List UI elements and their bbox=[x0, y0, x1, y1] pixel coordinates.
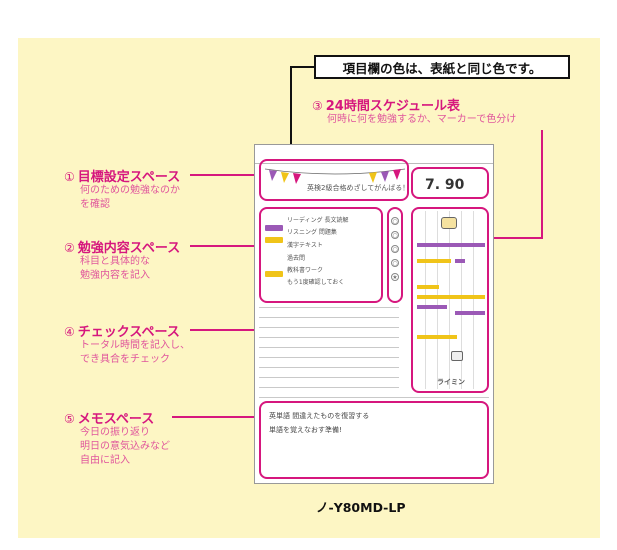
check-section-desc-1: トータル時間を記入し、 bbox=[80, 340, 190, 351]
schedule-box bbox=[411, 207, 489, 393]
check-section-desc-2: でき具合をチェック bbox=[80, 354, 170, 365]
memo-connector bbox=[172, 416, 258, 418]
schedule-bar-purple bbox=[455, 259, 465, 263]
callout-connector-vertical bbox=[290, 66, 292, 150]
subject-tag bbox=[265, 237, 283, 243]
study-item: もう1度確認しておく bbox=[287, 279, 345, 286]
callout-connector bbox=[290, 66, 314, 68]
schedule-bar-purple bbox=[417, 305, 447, 309]
ruled-line bbox=[259, 347, 399, 348]
schedule-bar-yellow bbox=[417, 295, 485, 299]
notebook-page: 英検2級合格めざしてがんばる！ 7. 90 リーディング 長文読解 リスニング … bbox=[254, 144, 494, 484]
subject-tag bbox=[265, 225, 283, 231]
grid-line bbox=[461, 211, 462, 389]
ruled-line bbox=[259, 317, 399, 318]
total-time-value: 7. 90 bbox=[425, 177, 465, 193]
memo-section-desc-2: 明日の意気込みなど bbox=[80, 441, 170, 452]
schedule-connector-h bbox=[490, 237, 543, 239]
grid-line bbox=[425, 211, 426, 389]
memo-line: 単語を覚えなおす準備! bbox=[269, 426, 342, 434]
study-section-desc-2: 勉強内容を記入 bbox=[80, 270, 150, 281]
check-box bbox=[387, 207, 403, 303]
schedule-bar-yellow bbox=[417, 335, 457, 339]
study-item: 教科書ワーク bbox=[287, 267, 324, 274]
memo-box bbox=[259, 401, 489, 479]
goal-text: 英検2級合格めざしてがんばる！ bbox=[307, 184, 410, 192]
ruled-line bbox=[259, 387, 399, 388]
memo-section-desc-1: 今日の振り返り bbox=[80, 427, 150, 438]
study-content-box bbox=[259, 207, 383, 303]
model-number: ノ-Y80MD-LP bbox=[316, 500, 406, 515]
bunting-flags-icon bbox=[264, 168, 406, 184]
study-item: リスニング 問題集 bbox=[287, 229, 337, 236]
memo-line: 英単語 間違えたものを復習する bbox=[269, 412, 370, 420]
schedule-connector bbox=[541, 130, 543, 238]
ruled-line bbox=[259, 337, 399, 338]
study-item: リーディング 長文読解 bbox=[287, 217, 349, 224]
subject-tag bbox=[265, 271, 283, 277]
grid-line bbox=[473, 211, 474, 389]
bunting-flags bbox=[264, 165, 406, 189]
sticker-icon bbox=[441, 217, 457, 229]
ruled-line bbox=[259, 327, 399, 328]
time-box bbox=[411, 167, 489, 199]
grid-line bbox=[437, 211, 438, 389]
schedule-bar-purple bbox=[455, 311, 485, 315]
grid-line bbox=[449, 211, 450, 389]
goal-section-desc-1: 何のための勉強なのか bbox=[80, 185, 180, 196]
check-mark: ○ bbox=[391, 259, 399, 267]
schedule-section-desc: 何時に何を勉強するか、マーカーで色分け bbox=[327, 114, 517, 125]
schedule-bar-yellow bbox=[417, 259, 451, 263]
check-mark: ★ bbox=[391, 273, 399, 281]
schedule-note: ライミン bbox=[437, 378, 465, 386]
study-connector bbox=[190, 245, 258, 247]
check-mark: ○ bbox=[391, 245, 399, 253]
goal-box bbox=[259, 159, 409, 201]
ruled-line bbox=[259, 307, 399, 308]
check-mark: ○ bbox=[391, 217, 399, 225]
goal-section-desc-2: を確認 bbox=[80, 199, 110, 210]
study-item: 漢字テキスト bbox=[287, 242, 323, 249]
study-item: 過去問 bbox=[287, 255, 306, 262]
header-note: 項目欄の色は、表紙と同じ色です。 bbox=[314, 55, 570, 79]
check-mark: ○ bbox=[391, 231, 399, 239]
study-section-desc-1: 科目と具体的な bbox=[80, 256, 150, 267]
ruled-line bbox=[259, 367, 399, 368]
memo-section-desc-3: 自由に記入 bbox=[80, 455, 130, 466]
ruled-line bbox=[259, 377, 399, 378]
goal-connector bbox=[190, 174, 258, 176]
schedule-bar-purple bbox=[417, 243, 485, 247]
schedule-bar-yellow bbox=[417, 285, 439, 289]
ruled-line bbox=[259, 397, 489, 398]
sticker-icon bbox=[451, 351, 463, 361]
page-header-row bbox=[255, 153, 493, 164]
ruled-line bbox=[259, 357, 399, 358]
